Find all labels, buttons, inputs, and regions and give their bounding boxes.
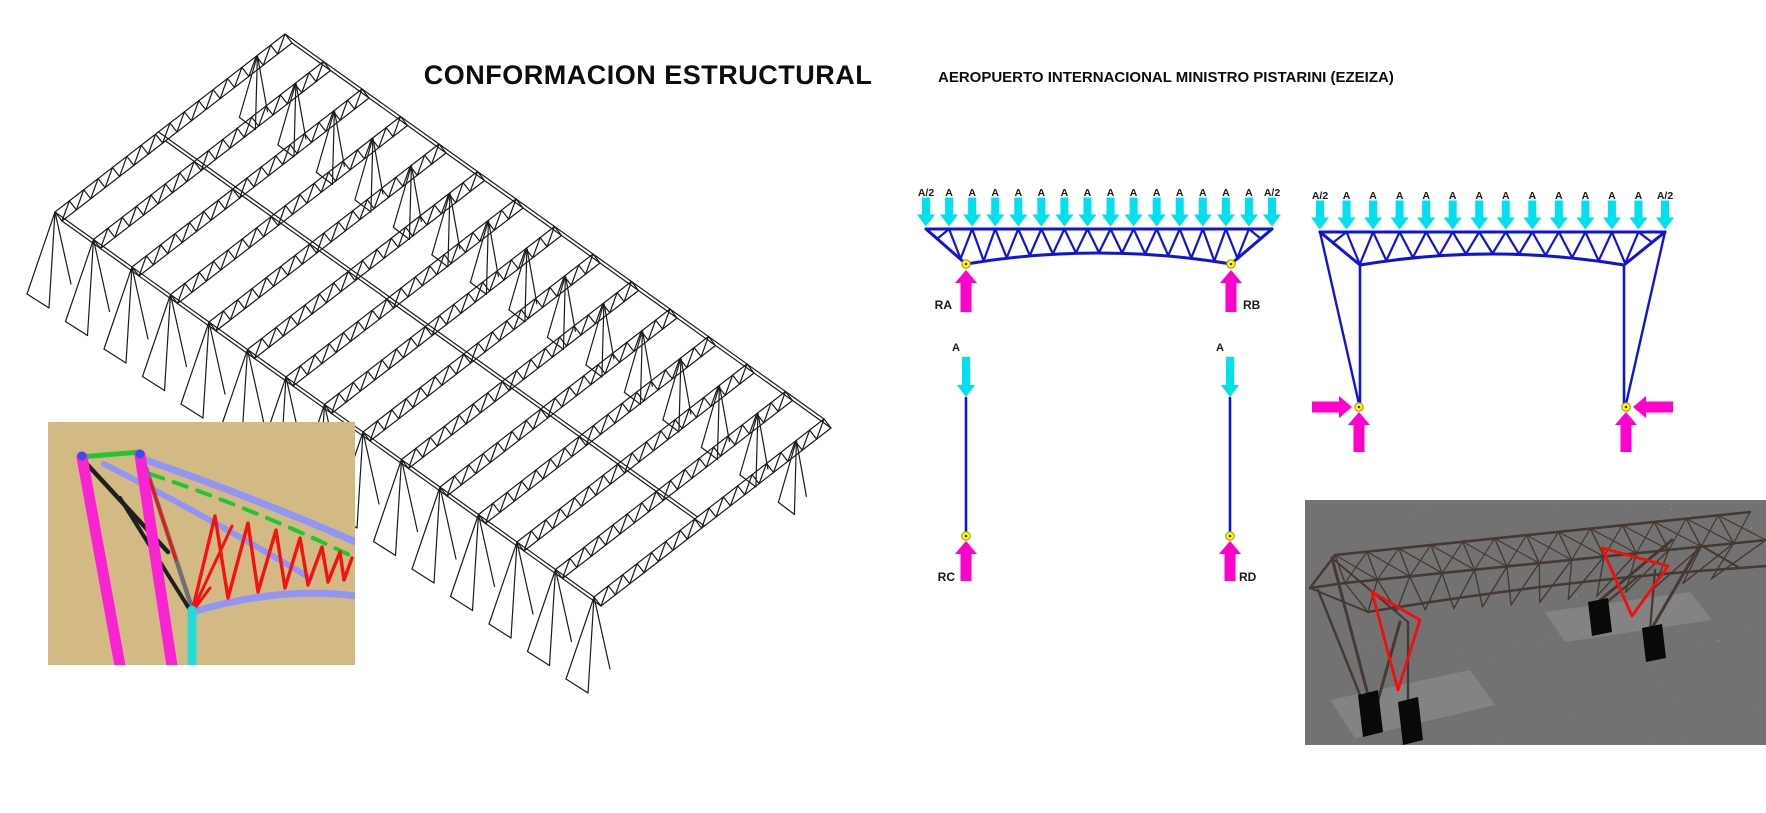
load-arrow	[1239, 197, 1258, 227]
load-arrow	[1470, 200, 1489, 230]
load-arrow	[1147, 197, 1166, 227]
main-title: CONFORMACION ESTRUCTURAL	[423, 60, 873, 90]
load-arrow	[1576, 200, 1595, 230]
colored-3d-render-panel	[48, 422, 355, 665]
load-arrow	[1216, 197, 1235, 227]
load-label: A	[1529, 190, 1537, 202]
frame-truss-diagram: A/2 A A A A A A A A A A A A A/2	[1311, 190, 1674, 452]
load-label: A	[1582, 190, 1590, 202]
load-label: A	[1475, 190, 1483, 202]
truss-module	[488, 363, 755, 639]
load-label: A	[945, 187, 953, 199]
vertical-reaction-arrow-left	[1348, 412, 1370, 452]
load-arrow	[963, 197, 982, 227]
load-arrow	[1124, 197, 1143, 227]
load-label: A	[1061, 187, 1069, 199]
load-arrow	[1549, 200, 1568, 230]
load-arrow	[1193, 197, 1212, 227]
load-arrow	[1629, 200, 1648, 230]
load-arrow	[1656, 200, 1674, 230]
load-label: A	[1608, 190, 1616, 202]
horizontal-reaction-arrow-right	[1633, 396, 1673, 418]
truss-module	[218, 170, 486, 447]
simply-supported-truss-diagram: A/2 A A A A A A A A A A A A A A A/2RA RB	[917, 187, 1281, 312]
load-arrow	[1009, 197, 1028, 227]
load-label: A/2	[1657, 190, 1674, 202]
load-arrow	[917, 197, 935, 227]
reaction-label-rc: RC	[938, 570, 956, 584]
reaction-arrow-rd	[1219, 541, 1241, 581]
wireframe-isometric-model	[26, 33, 832, 694]
column-load-label: A	[1216, 342, 1224, 354]
reaction-label-rd: RD	[1239, 570, 1257, 584]
load-label: A	[1176, 187, 1184, 199]
reaction-arrow-ra	[955, 270, 977, 312]
load-arrow	[1523, 200, 1542, 230]
load-label: A	[1222, 187, 1230, 199]
load-label: A	[1199, 187, 1207, 199]
column-load-arrow	[1221, 357, 1239, 397]
reaction-arrow-rc	[955, 541, 977, 581]
load-label: A/2	[1312, 190, 1329, 202]
load-label: A	[1396, 190, 1404, 202]
truss-module	[372, 280, 640, 557]
load-label: A	[991, 187, 999, 199]
load-arrow	[1101, 197, 1120, 227]
load-arrow	[1417, 200, 1436, 230]
truss-module	[26, 33, 293, 309]
load-label: A	[1555, 190, 1563, 202]
vertical-reaction-arrow-right	[1615, 412, 1637, 452]
load-label: A	[1422, 190, 1430, 202]
load-label: A	[1449, 190, 1457, 202]
load-label: A	[968, 187, 976, 199]
truss-module	[64, 60, 332, 337]
load-label: A	[1084, 187, 1092, 199]
column-load-label: A	[952, 342, 960, 354]
load-arrow	[1496, 200, 1515, 230]
load-label: A	[1107, 187, 1115, 199]
truss-module	[141, 115, 409, 392]
load-arrow	[1364, 200, 1383, 230]
truss-module	[526, 390, 794, 667]
horizontal-reaction-arrow-left	[1312, 396, 1352, 418]
load-arrow	[1602, 200, 1621, 230]
reaction-label-rb: RB	[1243, 298, 1261, 312]
load-arrow	[1032, 197, 1051, 227]
load-label: A/2	[1264, 187, 1281, 199]
column-load-diagrams: A A RC RD	[938, 342, 1257, 584]
load-arrow	[1337, 200, 1356, 230]
load-arrow	[986, 197, 1005, 227]
load-arrow	[940, 197, 959, 227]
load-label: A	[1245, 187, 1253, 199]
load-arrow	[1390, 200, 1409, 230]
load-arrow	[1078, 197, 1097, 227]
load-label: A	[1038, 187, 1046, 199]
load-label: A	[1014, 187, 1022, 199]
reaction-arrow-rb	[1220, 270, 1242, 312]
truss-module	[449, 335, 717, 612]
load-arrow	[1170, 197, 1189, 227]
column-load-arrow	[957, 357, 975, 397]
load-label: A/2	[918, 187, 935, 199]
load-arrow	[1443, 200, 1462, 230]
load-arrow	[1055, 197, 1074, 227]
load-label: A	[1502, 190, 1510, 202]
airport-subtitle: AEROPUERTO INTERNACIONAL MINISTRO PISTAR…	[938, 69, 1394, 86]
load-label: A	[1130, 187, 1138, 199]
load-arrow	[1311, 200, 1329, 230]
reaction-label-ra: RA	[935, 298, 953, 312]
load-label: A	[1153, 187, 1161, 199]
truss-module	[411, 308, 678, 584]
truss-module	[180, 143, 447, 419]
load-arrow	[1263, 197, 1281, 227]
load-label: A	[1635, 190, 1643, 202]
truss-module	[565, 418, 832, 694]
grayscale-3d-render	[1305, 500, 1766, 745]
load-label: A	[1369, 190, 1377, 202]
truss-module	[103, 88, 370, 364]
load-label: A	[1343, 190, 1351, 202]
